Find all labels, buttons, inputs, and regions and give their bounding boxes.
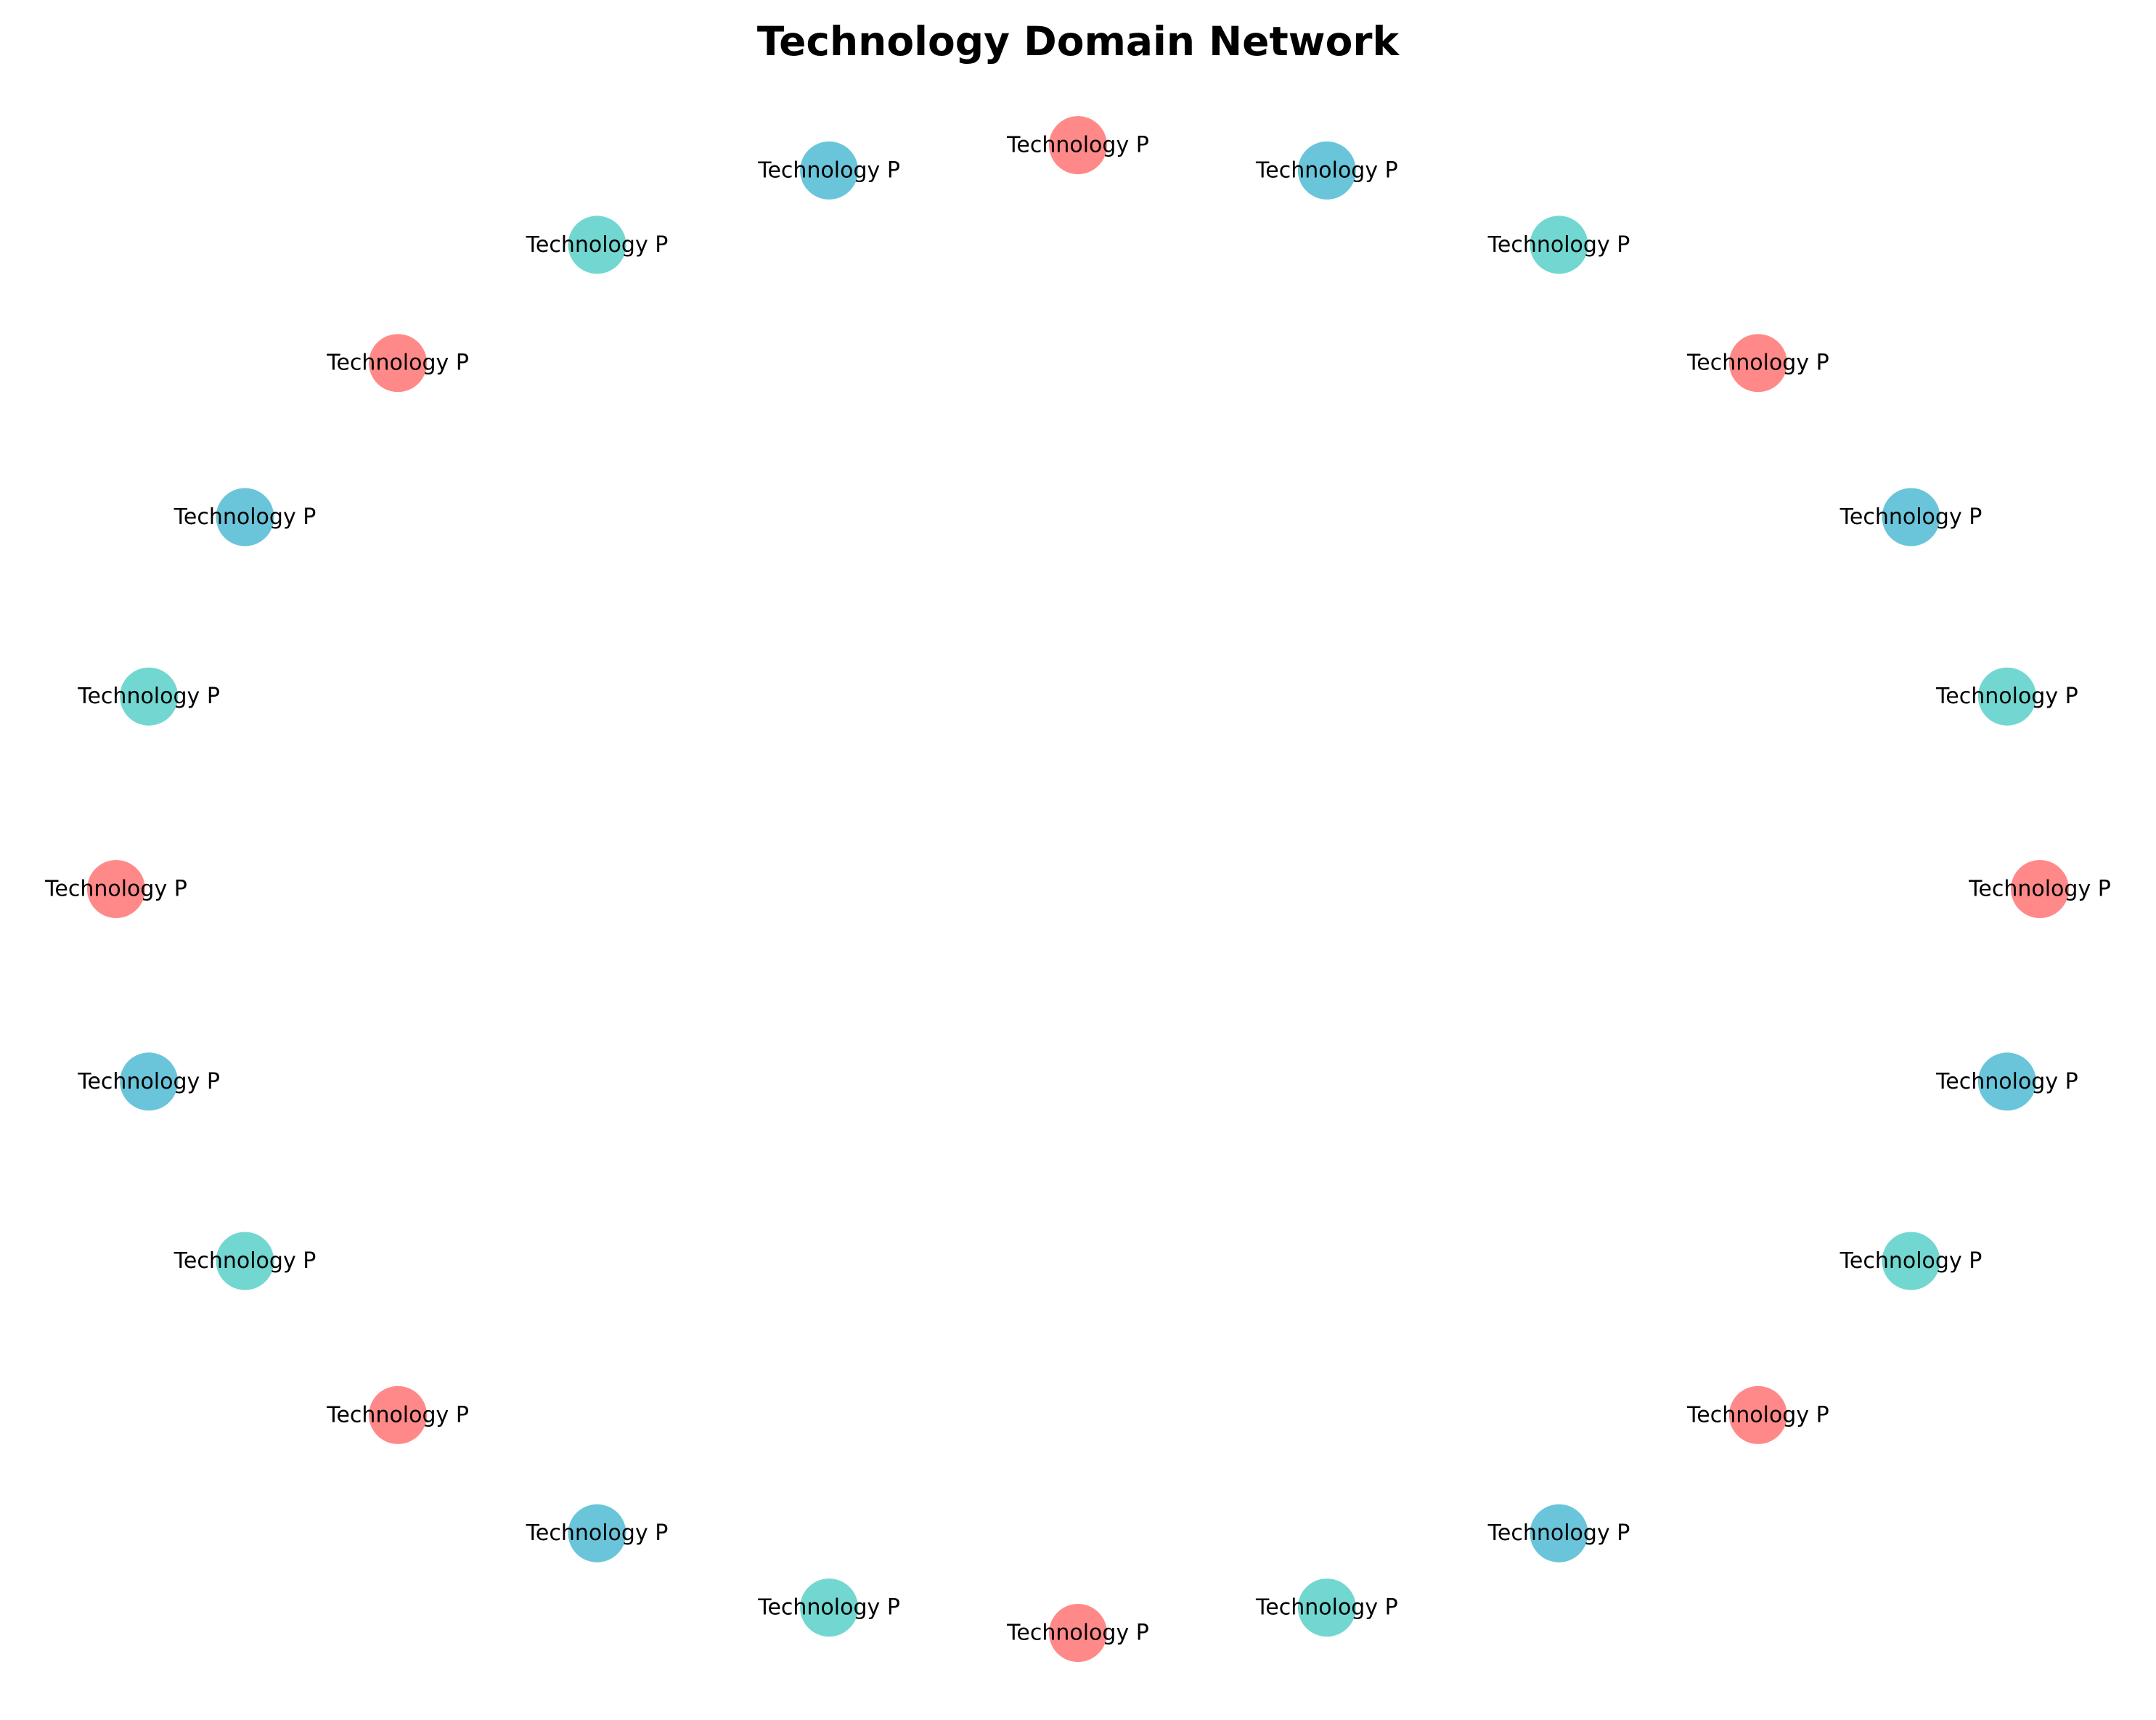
node-circle [1882,488,1940,546]
node-label: Technology P [1839,1248,1983,1274]
node-label: Technology P [1487,232,1630,258]
node-label: Technology P [1006,133,1149,158]
node-label: Technology P [1487,1520,1630,1546]
network-node: Technology P [757,141,900,200]
node-label: Technology P [757,157,900,183]
node-label: Technology P [1255,157,1398,183]
network-node: Technology P [77,1052,220,1111]
node-circle [1530,216,1588,274]
node-circle [1297,1578,1356,1637]
node-label: Technology P [526,1520,669,1546]
node-label: Technology P [77,684,220,709]
network-node: Technology P [1487,1504,1630,1563]
node-circle [120,667,179,726]
node-circle [87,860,145,918]
network-node: Technology P [1255,141,1398,200]
node-label: Technology P [526,232,669,258]
network-node: Technology P [1968,860,2111,918]
node-label: Technology P [326,1402,469,1428]
network-node: Technology P [526,1504,669,1563]
node-circle [1297,141,1356,200]
node-circle [1728,334,1787,393]
node-label: Technology P [44,877,187,902]
node-label: Technology P [1686,351,1829,376]
node-circle [369,334,428,393]
node-circle [1882,1232,1940,1290]
node-circle [1728,1385,1787,1444]
network-node: Technology P [757,1578,900,1637]
node-label: Technology P [757,1595,900,1621]
node-circle [1977,1052,2036,1111]
node-label: Technology P [1968,877,2111,902]
node-circle [1049,1604,1107,1662]
network-node: Technology P [1935,667,2078,726]
node-circle [1530,1504,1588,1563]
node-circle [800,141,859,200]
node-label: Technology P [173,504,317,530]
node-circle [120,1052,179,1111]
node-circle [1049,116,1107,174]
network-node: Technology P [1686,1385,1829,1444]
node-circle [216,1232,274,1290]
node-label: Technology P [1255,1595,1398,1621]
node-label: Technology P [1686,1402,1829,1428]
network-node: Technology P [173,488,317,546]
node-circle [216,488,274,546]
node-label: Technology P [173,1248,317,1274]
nodes-layer: Technology P Technology P Technology P Tech… [44,116,2111,1662]
network-node: Technology P [44,860,187,918]
node-label: Technology P [1839,504,1983,530]
network-node: Technology P [173,1232,317,1290]
network-node: Technology P [1255,1578,1398,1637]
network-node: Technology P [1935,1052,2078,1111]
network-node: Technology P [1006,116,1149,174]
network-node: Technology P [1487,216,1630,274]
node-circle [568,1504,626,1563]
network-node: Technology P [326,334,469,393]
node-label: Technology P [1935,684,2078,709]
node-label: Technology P [77,1069,220,1094]
network-node: Technology P [326,1385,469,1444]
node-label: Technology P [326,351,469,376]
node-circle [2011,860,2069,918]
node-circle [800,1578,859,1637]
network-node: Technology P [77,667,220,726]
node-label: Technology P [1006,1621,1149,1646]
network-node: Technology P [1839,488,1983,546]
network-node: Technology P [1839,1232,1983,1290]
network-node: Technology P [526,216,669,274]
node-circle [369,1385,428,1444]
network-node: Technology P [1686,334,1829,393]
page-title: Technology Domain Network [756,18,1400,65]
node-circle [1977,667,2036,726]
node-circle [568,216,626,274]
node-label: Technology P [1935,1069,2078,1094]
network-node: Technology P [1006,1604,1149,1662]
